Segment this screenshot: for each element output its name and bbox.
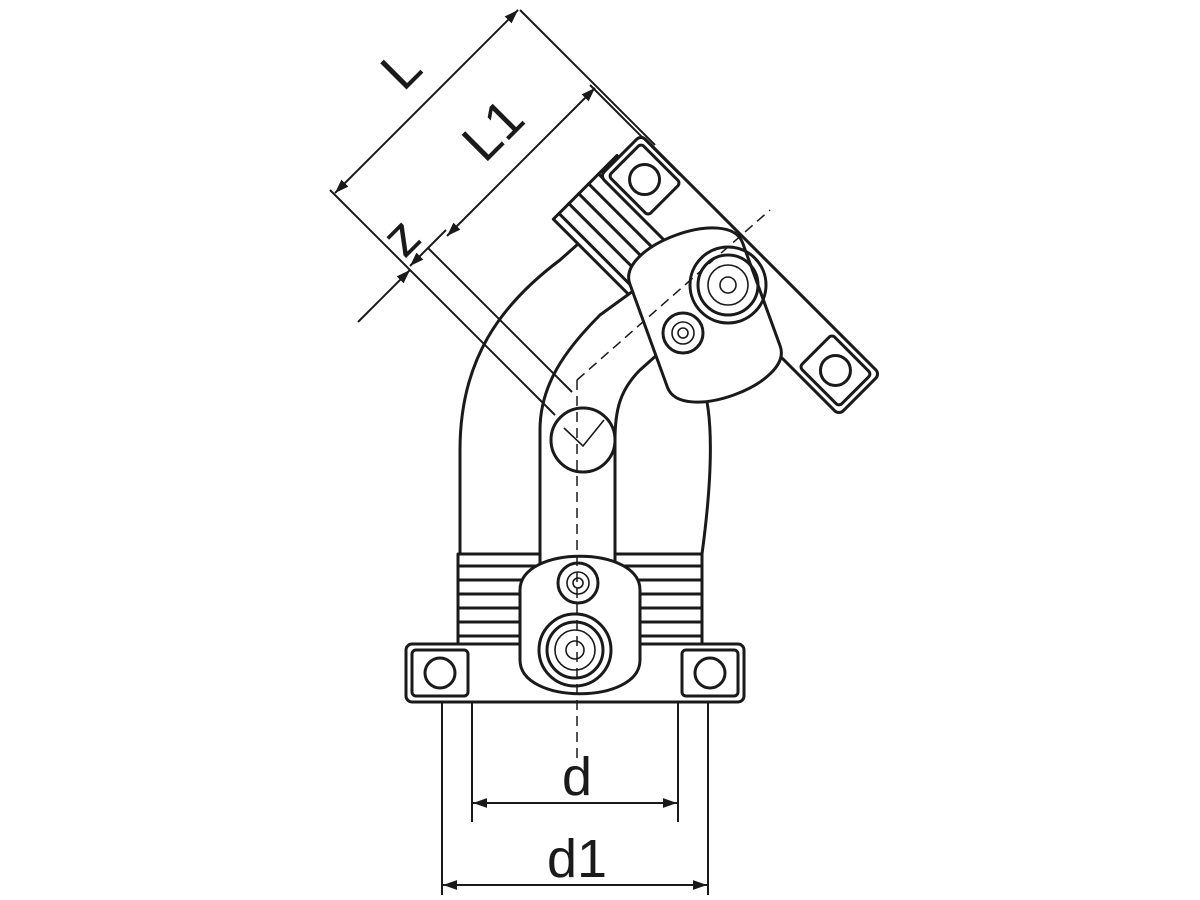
bolt-hole-icon xyxy=(423,656,457,690)
bolt-hole-icon xyxy=(628,163,662,197)
dimension-label-L: L xyxy=(369,37,433,101)
fusion-indicator-icon xyxy=(661,311,705,355)
dim-line-z xyxy=(409,229,447,267)
fusion-indicator-icon xyxy=(556,561,600,605)
dim-line-L1 xyxy=(446,87,596,237)
dim-line-L xyxy=(334,9,519,194)
bottom-terminal xyxy=(518,554,642,696)
center-lines xyxy=(576,209,771,760)
dimension-label-d1: d1 xyxy=(547,829,607,889)
bolt-hole-icon xyxy=(818,353,852,387)
heating-wire-channel xyxy=(538,268,707,602)
dimension-label-d: d xyxy=(562,747,592,807)
extension-lines xyxy=(329,9,709,895)
terminal-pin-icon xyxy=(537,612,613,688)
top-terminal xyxy=(627,226,783,404)
dim-line-z-outer xyxy=(357,269,411,323)
dimension-lines xyxy=(334,9,707,890)
inspection-window xyxy=(549,406,617,474)
dimension-label-z: z xyxy=(371,207,433,269)
bolt-hole-icon xyxy=(693,656,727,690)
